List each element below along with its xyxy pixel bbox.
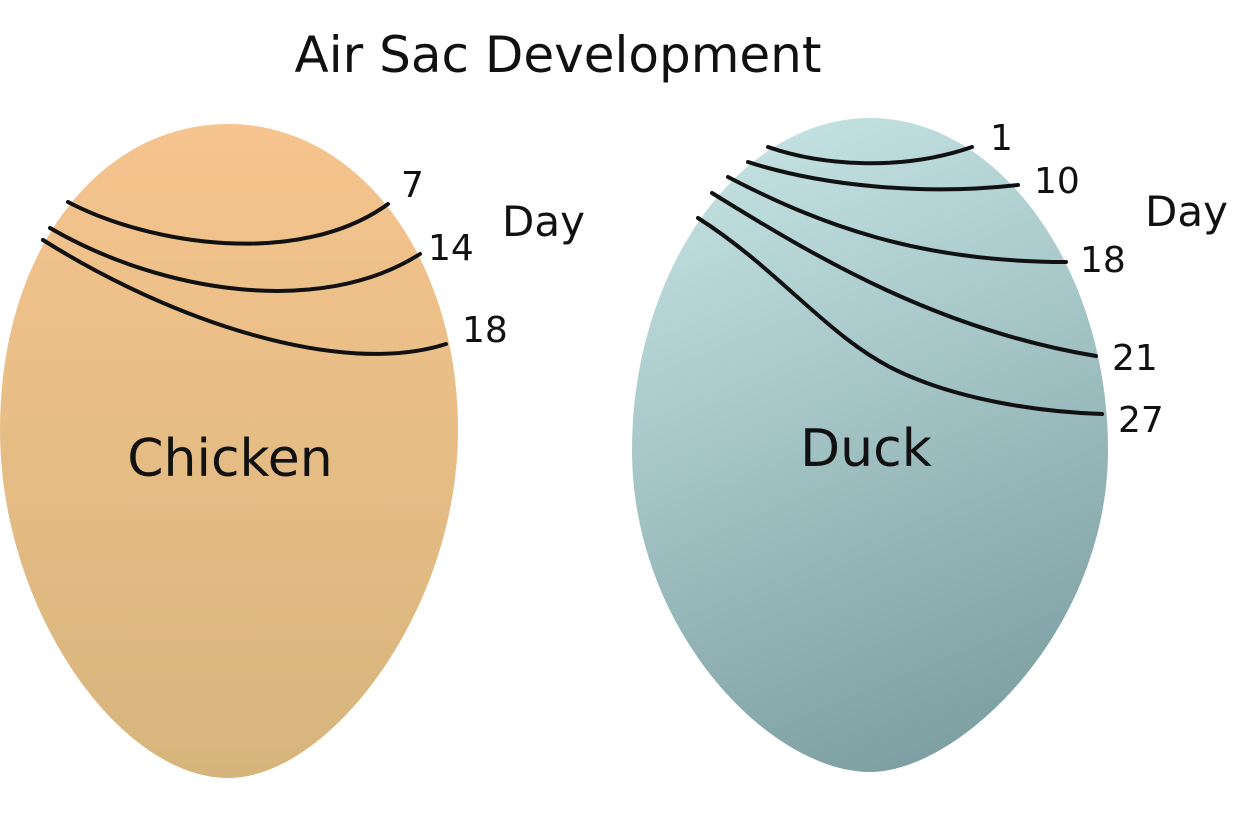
chicken-day-label: Day <box>502 197 585 246</box>
duck-day-10: 10 <box>1034 161 1080 202</box>
chicken-air-sac-line-day-18 <box>41 238 448 356</box>
duck-air-sac-line-day-21 <box>710 191 1098 358</box>
chicken-label: Chicken <box>127 429 333 489</box>
chicken-egg-shape <box>0 124 458 778</box>
duck-egg: Duck <box>632 118 1108 772</box>
chicken-air-sac-line-day-14 <box>48 226 422 293</box>
chicken-air-sac-line-day-7 <box>66 200 390 246</box>
duck-egg-shape <box>632 118 1108 772</box>
duck-day-18: 18 <box>1080 240 1126 281</box>
duck-air-sac-line-day-10 <box>746 160 1020 192</box>
duck-air-sac-line-day-27 <box>696 216 1104 416</box>
chicken-day-18: 18 <box>462 310 508 351</box>
chicken-egg: Chicken <box>0 124 458 778</box>
duck-label: Duck <box>800 419 932 479</box>
chicken-day-7: 7 <box>401 165 424 206</box>
duck-day-label: Day <box>1145 187 1228 236</box>
duck-day-27: 27 <box>1118 400 1164 441</box>
duck-air-sac-line-day-18 <box>726 175 1068 264</box>
duck-day-21: 21 <box>1112 338 1158 379</box>
duck-day-1: 1 <box>990 118 1013 159</box>
duck-air-sac-line-day-1 <box>766 145 974 166</box>
chicken-day-14: 14 <box>428 228 474 269</box>
diagram-title: Air Sac Development <box>295 26 822 84</box>
